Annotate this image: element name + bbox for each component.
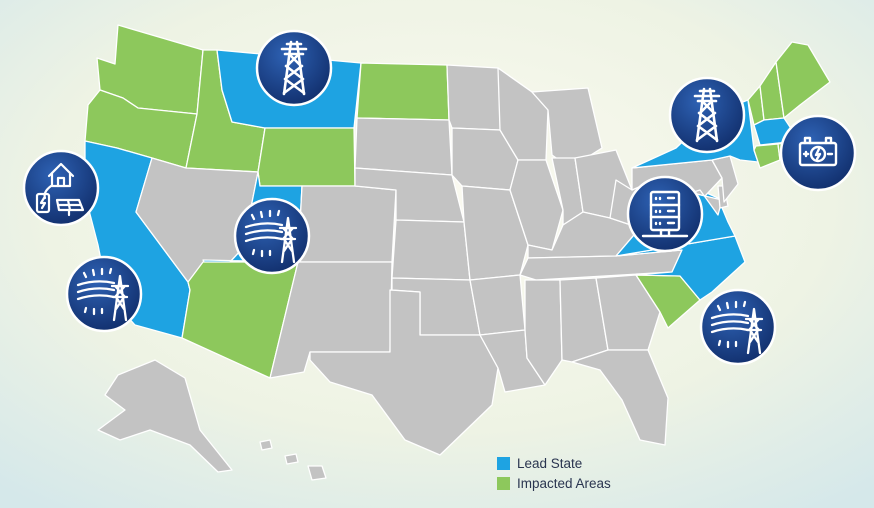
power-line-icon (699, 288, 777, 366)
server-rack-icon (626, 175, 704, 253)
state-alaska (97, 359, 233, 473)
state-arkansas (469, 274, 526, 336)
state-wyoming (257, 127, 356, 187)
state-texas (309, 289, 499, 456)
transmission-tower-icon (668, 76, 746, 154)
impacted-areas-label: Impacted Areas (517, 475, 611, 491)
legend-item-impacted: Impacted Areas (497, 473, 611, 493)
lead-state-label: Lead State (517, 455, 583, 471)
icons-layer (22, 29, 857, 366)
power-line-icon (65, 255, 143, 333)
state-kansas (391, 219, 471, 281)
state-hawaii-2 (284, 453, 299, 465)
state-florida (571, 349, 669, 446)
impacted-areas-swatch (497, 476, 510, 490)
state-hawaii (259, 439, 273, 451)
home-solar-battery-icon (22, 149, 100, 227)
lead-state-swatch (497, 456, 510, 470)
state-south-dakota (354, 117, 453, 176)
state-georgia (595, 274, 661, 351)
state-hawaii-3 (307, 465, 327, 481)
state-colorado (297, 185, 397, 263)
legend-item-lead: Lead State (497, 453, 611, 473)
state-north-dakota (356, 62, 450, 121)
states-layer (84, 24, 831, 481)
legend: Lead State Impacted Areas (497, 453, 611, 493)
power-line-icon (233, 197, 311, 275)
state-connecticut (753, 143, 781, 169)
transmission-tower-icon (255, 29, 333, 107)
battery-icon (779, 114, 857, 192)
